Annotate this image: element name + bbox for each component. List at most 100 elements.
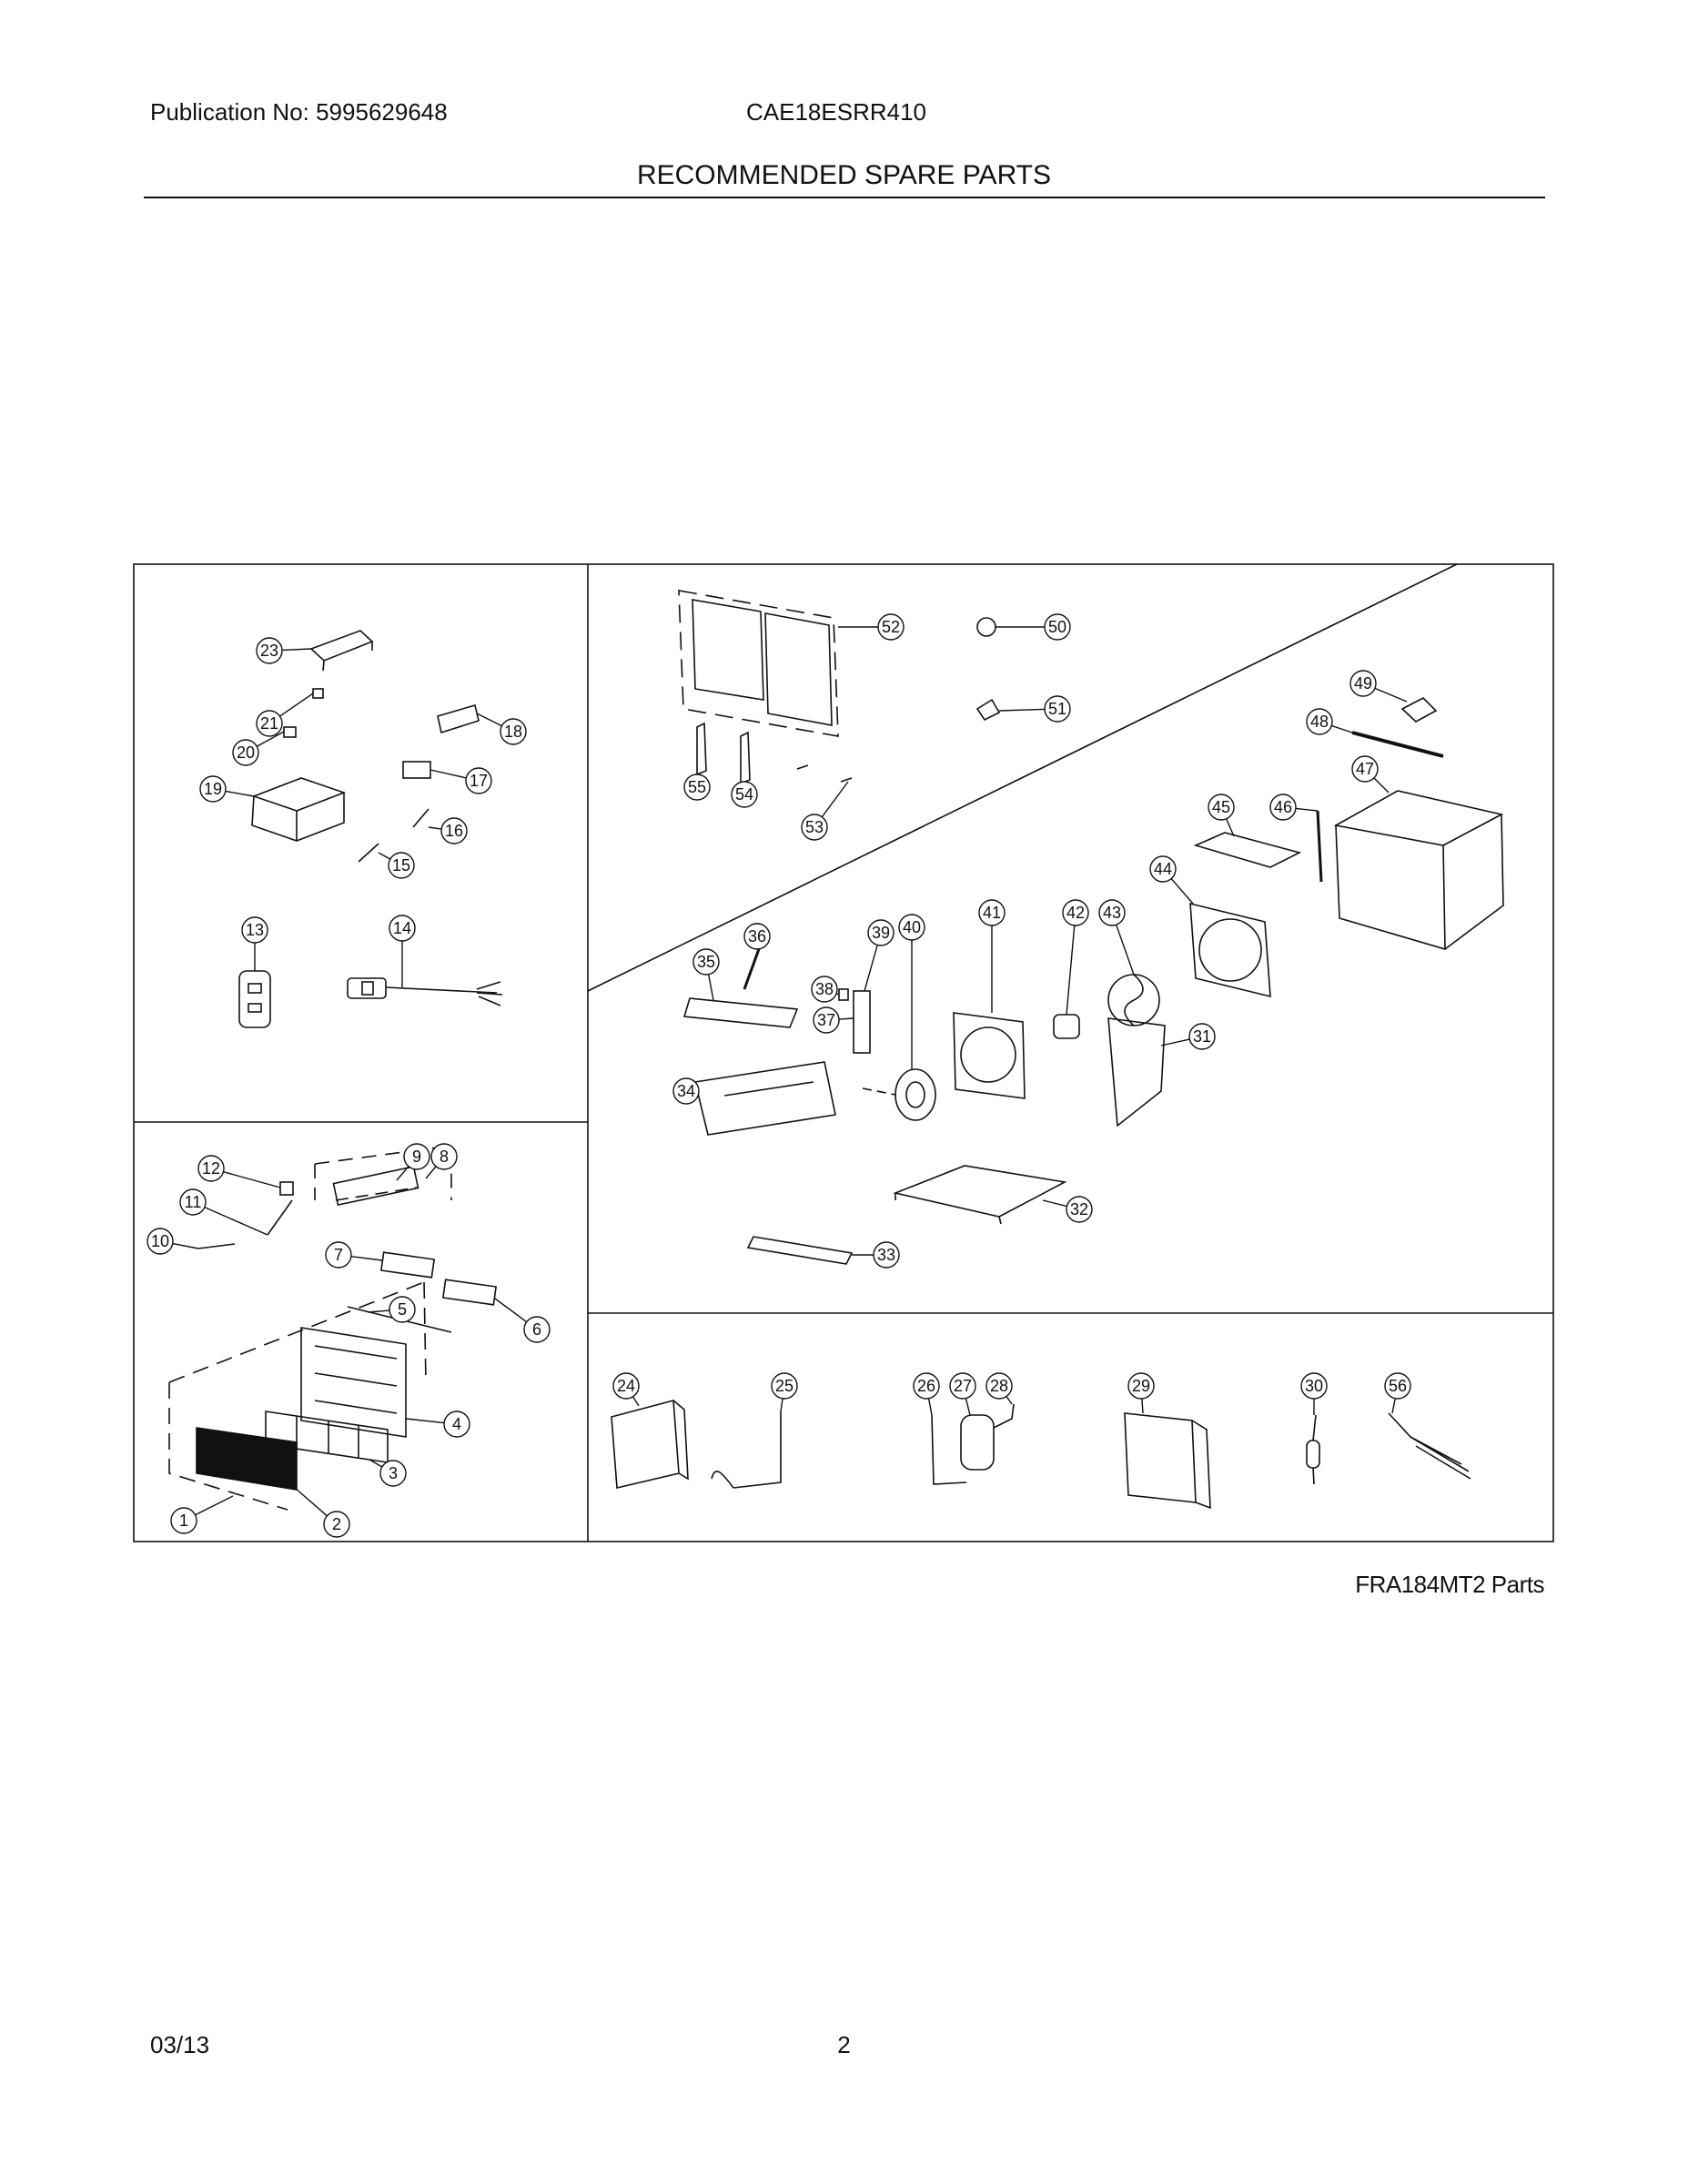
callout-label: 2 [332,1515,341,1533]
callout-label: 16 [445,822,463,840]
callout-9: 9 [396,1143,430,1181]
callout-circle [523,1316,551,1343]
callout-circle [813,1006,840,1034]
callout-label: 39 [872,924,890,942]
callout-38: 38 [811,976,840,1003]
callout-circle [743,923,771,950]
callout-leader [1225,818,1235,837]
callout-label: 13 [246,921,264,939]
callout-circle [1044,613,1071,641]
callout-leader [294,1487,328,1517]
callout-circle [1306,708,1333,735]
callout-50: 50 [996,613,1071,641]
callout-leader [367,1309,390,1313]
part-40-blower-wheel [895,1068,936,1121]
callout-2: 2 [294,1487,350,1538]
callout-circle [913,1372,940,1400]
callout-circle [1384,1372,1411,1400]
callout-label: 40 [903,918,921,936]
callout-label: 49 [1354,674,1372,693]
callout-circle [379,1460,407,1487]
callout-circle [986,1372,1013,1400]
callout-label: 27 [954,1377,972,1395]
callout-circle [403,1143,430,1170]
callout-label: 44 [1154,860,1172,878]
callout-leader [1331,724,1353,733]
callout-39: 39 [864,919,895,992]
callout-label: 36 [748,927,766,945]
callout-leader [864,945,878,992]
callout-circle [389,915,416,942]
callout-16: 16 [428,817,468,844]
callout-leader [632,1396,640,1407]
callout-leader [223,1171,281,1188]
part-30-drier [1306,1414,1320,1485]
part-50 [976,617,996,637]
callout-circle [1188,1023,1216,1050]
callout-label: 12 [202,1159,220,1178]
callout-45: 45 [1208,794,1235,837]
callout-circle [877,613,905,641]
callout-leader [256,731,285,747]
callout-55: 55 [683,774,711,801]
part-48-strip [1351,731,1444,758]
callout-label: 56 [1389,1377,1407,1395]
callout-leader [1170,878,1194,905]
page-title: RECOMMENDED SPARE PARTS [636,160,1052,190]
callout-8: 8 [425,1143,458,1179]
callout-49: 49 [1349,670,1408,703]
part-43-fan [1107,974,1160,1026]
callout-1: 1 [170,1495,234,1534]
header-divider [144,197,1545,198]
callout-14: 14 [389,915,416,987]
callout-leader [707,974,714,1001]
callout-27: 27 [949,1372,976,1416]
callout-leader [1374,687,1408,703]
callout-label: 14 [393,919,411,937]
callout-circle [1066,1196,1093,1223]
callout-36: 36 [743,923,771,950]
callout-label: 32 [1070,1200,1088,1218]
callout-circle [898,914,925,941]
callout-circle [440,817,468,844]
part-4-front-panel [300,1327,407,1438]
callout-label: 33 [877,1246,895,1264]
callout-label: 47 [1356,760,1374,778]
part-6-louver [441,1279,498,1306]
callout-circle [1208,794,1235,821]
publication-date: 03/13 [150,2031,210,2058]
callout-44: 44 [1149,855,1194,905]
callout-label: 9 [412,1148,421,1166]
callout-label: 51 [1048,700,1066,718]
callout-31: 31 [1160,1023,1216,1050]
callout-11: 11 [179,1188,268,1236]
part-24-coil [611,1399,689,1489]
callout-circle [949,1372,976,1400]
callout-35: 35 [692,948,720,1001]
callout-leader [1373,777,1390,794]
part-35-rail [682,997,799,1028]
callout-34: 34 [672,1077,700,1105]
callout-label: 46 [1274,798,1292,816]
callout-circle [1349,670,1377,697]
callout-label: 3 [389,1464,398,1482]
callout-label: 37 [817,1011,835,1029]
callout-circle [465,767,492,794]
callout-leader [1115,924,1135,976]
callout-label: 29 [1132,1377,1150,1395]
callout-leader [425,1166,437,1179]
callout-leader [476,713,502,727]
part-52-frame [678,590,839,737]
callout-leader [1006,1396,1013,1405]
part-15-wire [358,843,379,863]
part-56-capillary [1388,1412,1471,1480]
part-39-bracket [853,990,871,1054]
callout-label: 43 [1103,904,1121,922]
callout-circle [811,976,838,1003]
callout-leader [998,708,1046,712]
callout-20: 20 [232,731,285,766]
part-31-bracket [1107,1017,1166,1127]
callout-circle [1127,1372,1155,1400]
callout-circle [873,1241,900,1269]
